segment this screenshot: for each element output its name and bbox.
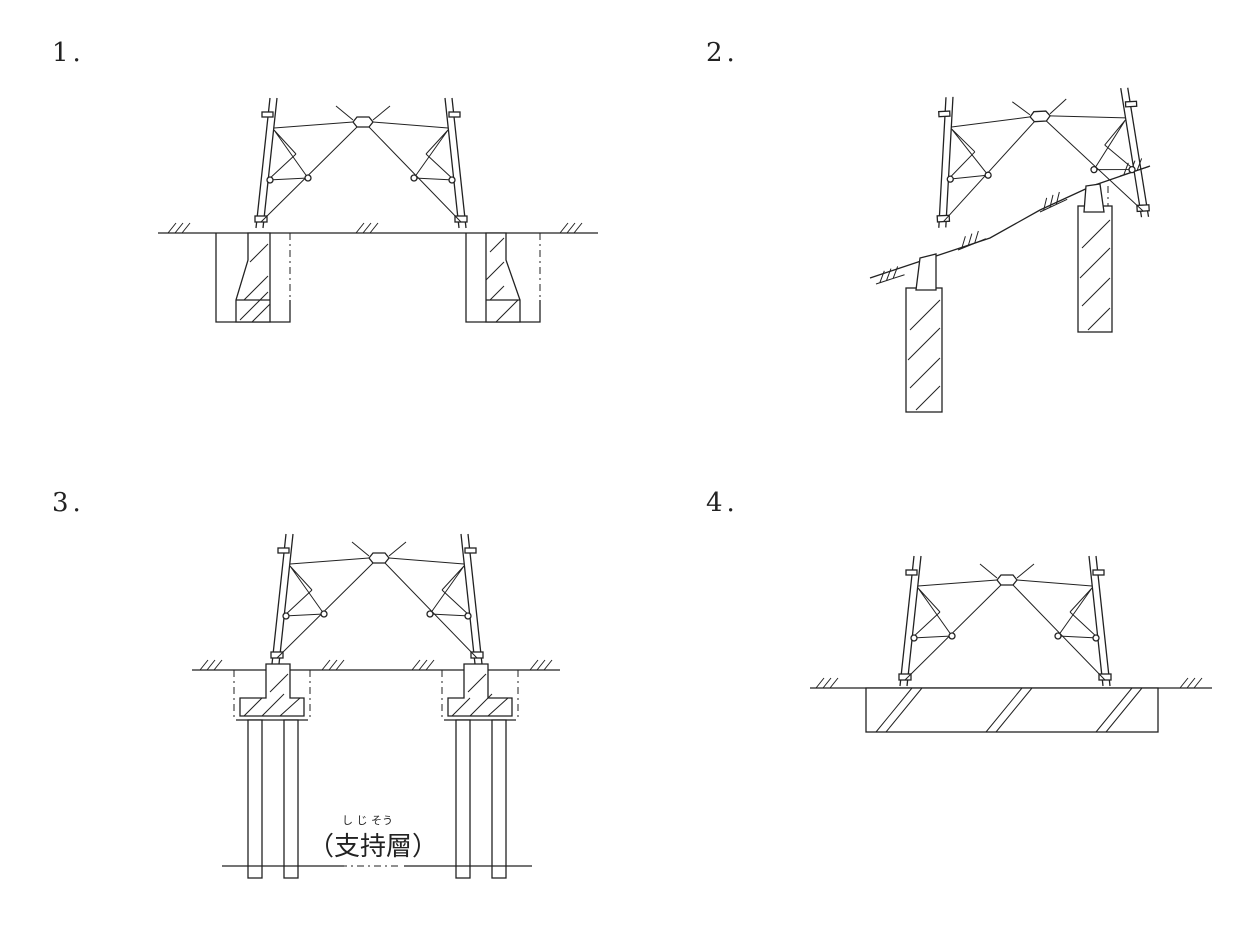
diagram-2-caisson-slope — [869, 86, 1151, 413]
tower-structure — [254, 97, 468, 229]
panel-number-2: 2. — [706, 38, 739, 68]
panel-number-4: 4. — [706, 488, 739, 518]
tower-structure — [930, 86, 1151, 229]
diagram-3-pile-foundation — [192, 533, 560, 879]
bearing-layer-label: （支持層） — [308, 832, 438, 862]
tower-structure — [898, 555, 1112, 687]
panel-number-1: 1. — [52, 38, 85, 68]
diagram-1-inverted-t-footing — [158, 97, 598, 323]
diagram-4-mat-foundation — [810, 555, 1212, 733]
bearing-layer-ruby: し じ そう — [342, 814, 393, 827]
panel-number-3: 3. — [52, 488, 85, 518]
mat-slab — [865, 687, 1159, 733]
tower-structure — [270, 533, 484, 665]
